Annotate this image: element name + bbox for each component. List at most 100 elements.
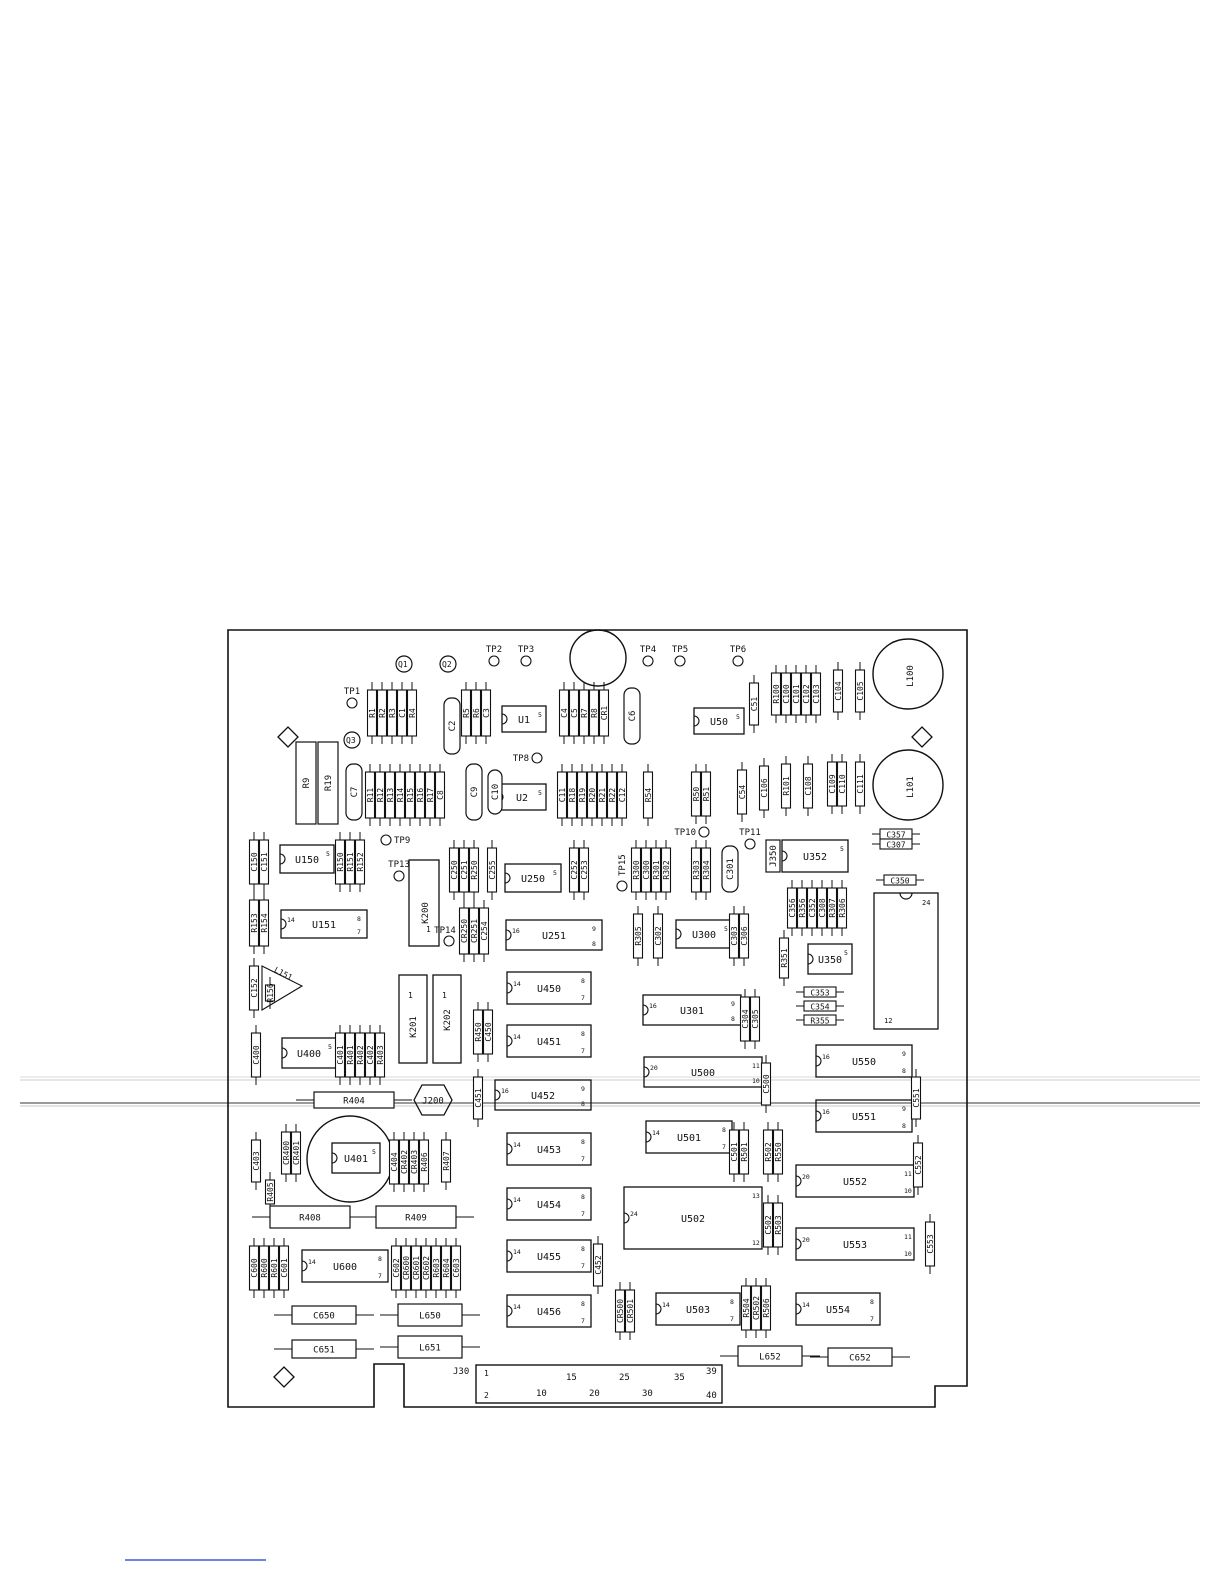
part-label: C350 [890, 877, 909, 886]
part-body [313, 1091, 395, 1109]
testpoint-tp15: TP15 [616, 854, 628, 892]
part-body [398, 1139, 410, 1185]
part-body [568, 847, 580, 893]
part-body [406, 689, 418, 737]
testpoint-pad [674, 655, 686, 667]
ic-label: U453 [537, 1145, 561, 1156]
ic-notch [301, 1260, 308, 1272]
u357-pin-12: 12 [884, 1017, 892, 1025]
part-body [806, 887, 818, 929]
ic-label: U550 [852, 1057, 876, 1068]
ic-label: U450 [537, 984, 561, 995]
ic-label: U2 [516, 793, 528, 804]
part-label: R307 [828, 898, 837, 917]
part-r19: R19 [317, 741, 339, 825]
part-body [737, 1345, 803, 1367]
testpoint-label: TP14 [434, 926, 456, 936]
part-j200: J200 [422, 1097, 444, 1107]
part-label: CR250 [460, 919, 469, 943]
k201-pin: 1 [408, 991, 413, 1000]
fiducial-diamond [277, 726, 299, 748]
ic-pin-number: 14 [513, 980, 521, 988]
part-label: C253 [580, 860, 589, 879]
part-label: R405 [266, 1182, 275, 1201]
part-body [280, 1131, 292, 1175]
part-c7: C7 [345, 763, 363, 821]
part-body [487, 769, 503, 815]
part-body [596, 771, 608, 819]
ic-pin-number: 12 [752, 1239, 760, 1247]
part-body [295, 741, 317, 825]
part-label: C600 [250, 1258, 259, 1277]
ic-pin-number: 8 [581, 1030, 585, 1038]
ic-label: U451 [537, 1037, 561, 1048]
part-label: CR601 [412, 1256, 421, 1280]
part-label: C8 [436, 790, 445, 800]
component-group: R101 [780, 756, 792, 816]
part-body [803, 1000, 837, 1012]
part-body [700, 771, 712, 817]
ic-label: U1 [518, 715, 530, 726]
part-body [700, 847, 712, 893]
part-label: C650 [313, 1312, 335, 1322]
part-label: R12 [376, 788, 385, 803]
part-body [738, 913, 750, 959]
fiducial-diamond [273, 1366, 295, 1388]
part-body [883, 874, 917, 886]
part-label: C302 [654, 926, 663, 945]
part-label: R51 [702, 787, 711, 802]
component-group: C106 [758, 758, 770, 818]
part-label: C401 [336, 1045, 345, 1064]
part-label: R54 [644, 788, 653, 803]
label-layer: Q1 Q2 Q3 K200 1 K201 1 K202 1 L100 L101 … [343, 655, 930, 1401]
part-label: C402 [366, 1045, 375, 1064]
part-body [418, 1139, 430, 1185]
part-label: C502 [764, 1215, 773, 1234]
component-group: C108 [802, 756, 814, 816]
part-label: R403 [376, 1045, 385, 1064]
ic-label: U352 [803, 852, 827, 863]
part-r409: R409 [358, 1205, 474, 1229]
ic-pin-number: 5 [326, 850, 330, 858]
part-label: R504 [742, 1298, 751, 1317]
part-body [434, 771, 446, 819]
part-body [430, 1245, 442, 1291]
k202-pin: 1 [442, 991, 447, 1000]
ic-notch [506, 1250, 513, 1262]
part-label: C101 [792, 684, 801, 703]
ic-pin-number: 8 [902, 1067, 906, 1075]
part-label: R407 [442, 1151, 451, 1170]
q2-label: Q2 [442, 660, 452, 669]
testpoint-pad [393, 870, 405, 882]
inductor-l651: L651 [380, 1335, 480, 1359]
board-outline [227, 629, 968, 1408]
testpoint-label: TP15 [618, 854, 628, 876]
part-body [354, 839, 366, 885]
testpoint-pad [642, 655, 654, 667]
part-label: C1 [398, 708, 407, 718]
testpoint-tp14: TP14 [434, 926, 456, 947]
part-body [384, 771, 396, 819]
part-body [832, 669, 844, 713]
part-body [690, 847, 702, 893]
part-label: R6 [472, 708, 481, 718]
part-label: R409 [405, 1214, 427, 1224]
testpoint-tp11: TP11 [739, 828, 761, 850]
part-label: C110 [838, 774, 847, 793]
ic-body [795, 1292, 881, 1326]
testpoint-tp2: TP2 [486, 645, 502, 667]
part-label: C602 [392, 1258, 401, 1277]
ic-pin-number: 9 [581, 1085, 585, 1093]
part-body [248, 899, 260, 947]
testpoint-label: TP4 [640, 645, 656, 655]
part-body [630, 847, 642, 893]
part-body [566, 771, 578, 819]
part-label: C551 [912, 1088, 921, 1107]
